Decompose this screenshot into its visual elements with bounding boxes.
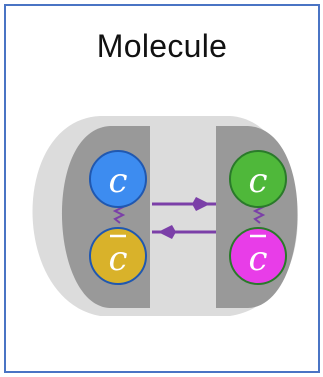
left-charm-label: c [108, 161, 127, 201]
exchange-arrow-left [152, 225, 216, 239]
right-anticharm-quark: c [229, 227, 287, 285]
panel-title: Molecule [96, 28, 228, 64]
left-anticharm-label: c [108, 239, 127, 279]
right-charm-quark: c [229, 150, 287, 208]
exchange-arrow-right [152, 197, 216, 211]
right-anticharm-label: c [248, 239, 267, 279]
right-charm-label: c [248, 161, 267, 201]
left-anticharm-quark: c [89, 227, 147, 285]
left-charm-quark: c [89, 150, 147, 208]
